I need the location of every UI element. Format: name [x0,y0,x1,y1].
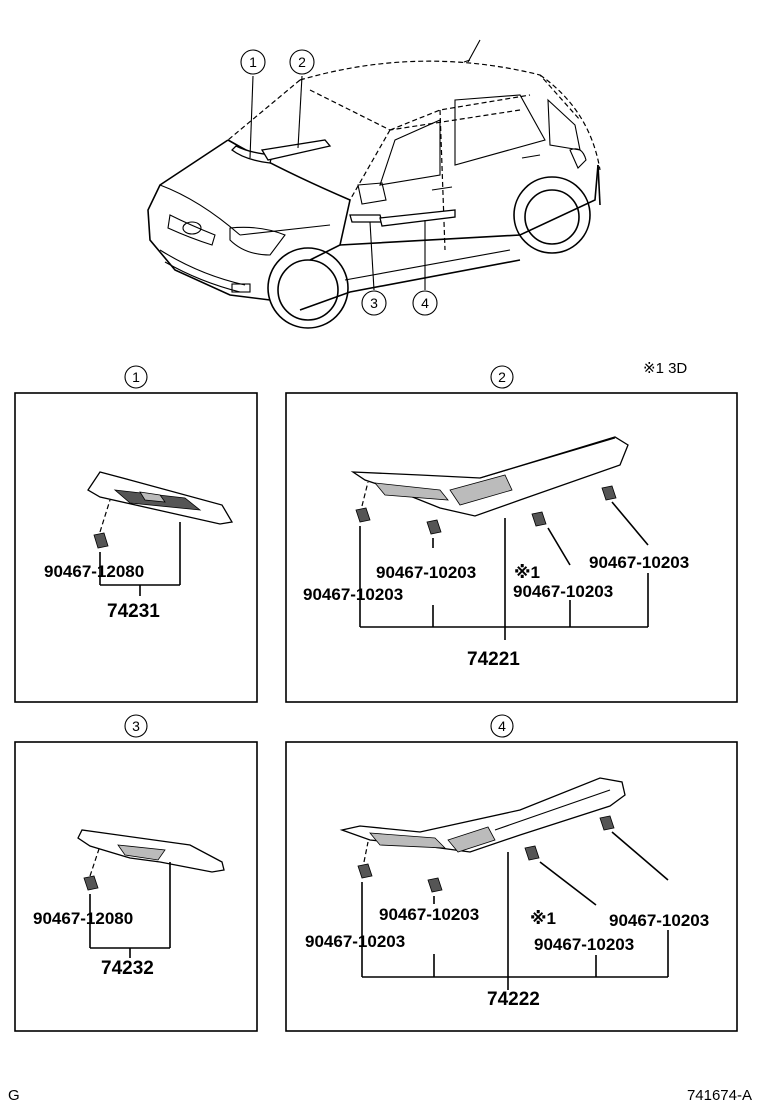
panel-4-clip-a-label: 90467-10203 [305,932,405,951]
callout-3-label: 3 [370,295,378,311]
panel-2-clip-c-label: 90467-10203 [513,582,613,601]
clip-2b-icon [426,519,442,535]
panel-4-mark: ※1 [530,909,556,928]
callout-3: 3 [361,290,387,316]
panel-1-part-number: 74231 [107,601,160,622]
panel-2-clip-b-label: 90467-10203 [376,563,476,582]
panel-2-part-number: 74221 [467,649,520,670]
panel-4-callout: 4 [498,718,506,734]
panel-2-mark: ※1 [514,563,540,582]
note-3d: ※1 3D [643,360,687,377]
panel-2-clip-d-label: 90467-10203 [589,553,689,572]
part-74221-shape [350,436,629,517]
clip-4d-icon [599,815,615,831]
panel-1: 1 90467-12080 74231 [14,365,258,703]
callout-1-label: 1 [249,54,257,70]
car-illustration [147,39,601,329]
clip-3-icon [83,875,99,891]
panel-4-part-number: 74222 [487,989,540,1010]
panel-2-clip-a-label: 90467-10203 [303,585,403,604]
panel-1-clip-label: 90467-12080 [44,562,144,581]
clip-2a-icon [355,507,371,523]
clip-4c-icon [524,845,540,861]
panel-3-part-number: 74232 [101,958,154,979]
panel-3: 3 90467-12080 74232 [14,714,258,1032]
panel-4-frame [285,741,738,1032]
panel-1-frame [14,392,258,703]
callout-1: 1 [240,49,266,75]
panel-3-frame [14,741,258,1032]
panel-2-callout: 2 [498,369,506,385]
clip-2d-icon [601,485,617,501]
panel-1-callout: 1 [132,369,140,385]
footer-left: G [8,1087,20,1104]
callout-2-label: 2 [298,54,306,70]
clip-4a-icon [357,863,373,879]
clip-4b-icon [427,877,443,893]
panel-3-callout: 3 [132,718,140,734]
clip-1-icon [93,532,109,549]
callout-4: 4 [412,290,438,316]
panel-3-clip-label: 90467-12080 [33,909,133,928]
panel-4: 4 90467-10203 90467-10203 ※1 90467-10203… [285,714,738,1032]
clip-2c-icon [531,511,547,527]
footer-right: 741674-A [687,1087,752,1104]
panel-2: 2 90467-10203 90467-10203 ※1 90467-10203… [285,365,738,703]
callout-4-label: 4 [421,295,429,311]
panel-4-clip-b-label: 90467-10203 [379,905,479,924]
panel-4-clip-d-label: 90467-10203 [609,911,709,930]
callout-2: 2 [289,49,315,75]
panel-2-frame [285,392,738,703]
panel-4-clip-c-label: 90467-10203 [534,935,634,954]
